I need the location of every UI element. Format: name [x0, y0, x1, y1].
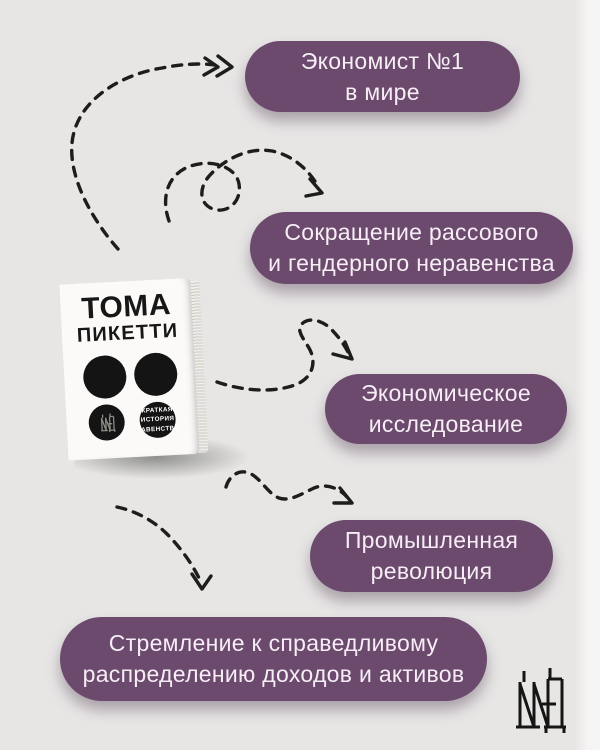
- bubble-research-line2: исследование: [368, 411, 524, 437]
- book-author-first-name: ТОМА: [80, 288, 172, 326]
- bubble-research-line1: Экономическое: [361, 380, 531, 407]
- publisher-mark-mini-icon: [99, 412, 116, 433]
- book-circle-icon: [81, 354, 127, 400]
- book-author-last-name: ПИКЕТТИ: [76, 319, 179, 347]
- dashed-arrow-icon-1: [70, 54, 234, 251]
- dashed-arrow-icon-3: [215, 318, 354, 392]
- bubble-distribution: Стремление к справедливому распределению…: [60, 617, 487, 701]
- bubble-revolution-line2: революция: [370, 558, 493, 584]
- book-cover: ТОМА ПИКЕТТИ КРАТКАЯ ИСТОРИЯ РАВЕНСТВА: [59, 277, 209, 462]
- right-edge-highlight: [575, 0, 600, 750]
- book-title: КРАТКАЯ ИСТОРИЯ РАВЕНСТВА: [136, 406, 180, 434]
- book-front-cover: ТОМА ПИКЕТТИ КРАТКАЯ ИСТОРИЯ РАВЕНСТВА: [59, 277, 200, 461]
- bubble-inequality-line2: и гендерного неравенства: [268, 250, 555, 276]
- bubble-economist-line1: Экономист №1: [300, 47, 465, 74]
- bubble-economist-line2: в мире: [345, 78, 420, 105]
- bubble-inequality: Сокращение рассового и гендерного нераве…: [250, 212, 573, 284]
- book-circle-icon: [132, 351, 178, 397]
- dashed-arrow-icon-2: [164, 148, 324, 223]
- dashed-arrow-icon-5: [115, 505, 213, 591]
- bubble-distribution-line2: распределению доходов и активов: [82, 661, 465, 687]
- book-circles: КРАТКАЯ ИСТОРИЯ РАВЕНСТВА: [81, 351, 180, 442]
- book-title-circle: КРАТКАЯ ИСТОРИЯ РАВЕНСТВА: [136, 400, 180, 439]
- publisher-logo-icon: [514, 666, 567, 734]
- bubble-research: Экономическое исследование: [325, 374, 567, 444]
- bubble-distribution-line1: Стремление к справедливому: [108, 630, 439, 657]
- bubble-revolution-line1: Промышленная: [344, 527, 519, 554]
- bubble-economist: Экономист №1 в мире: [245, 41, 520, 112]
- bubble-revolution: Промышленная революция: [310, 520, 553, 592]
- book-logo-circle: [87, 403, 126, 442]
- bubble-inequality-line1: Сокращение рассового: [284, 219, 539, 246]
